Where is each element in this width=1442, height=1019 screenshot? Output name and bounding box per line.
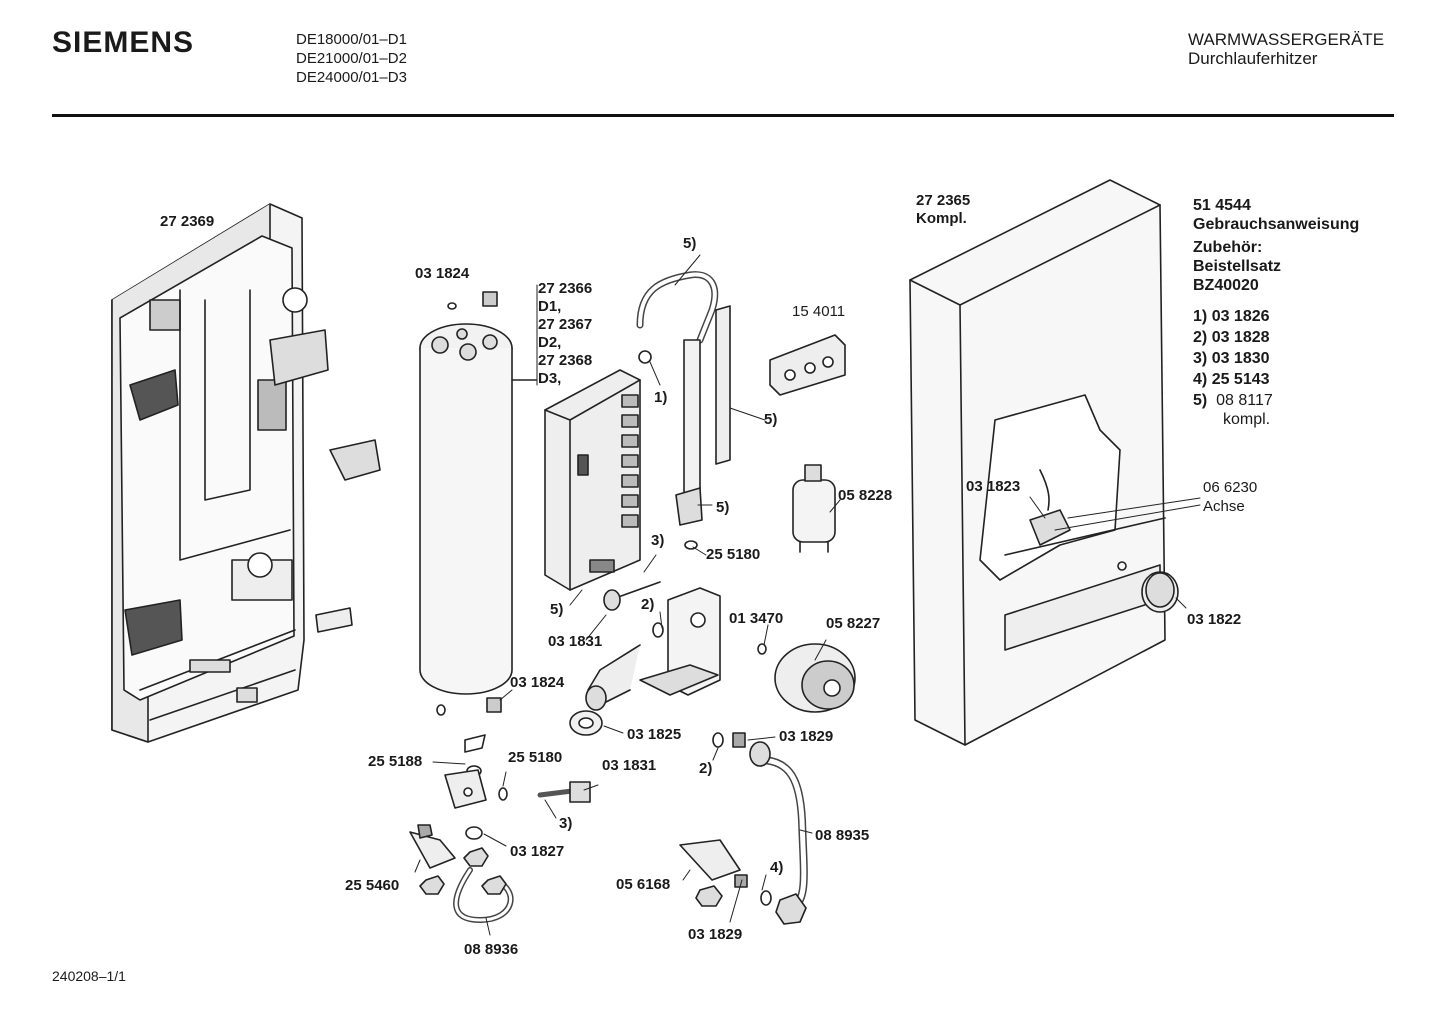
note-label-3a: 3) [651,532,665,549]
part-label-valve-block: 01 3470 [729,610,784,627]
part-label-outlet: 25 5188 [368,753,423,770]
note-label-2b: 2) [699,760,713,777]
note-number: 3) [1193,350,1208,367]
note-suffix: kompl. [1223,411,1271,428]
part-label-heater-1: 27 2366 [538,280,593,297]
note-label-5a: 5) [683,235,697,252]
back-panel-drawing [111,203,381,743]
manual-number: 51 4544 [1193,197,1251,214]
part-label-sensor-upper: 03 1831 [548,633,603,650]
note-number: 4) [1193,371,1208,388]
capacitor-drawing [792,464,836,553]
brand-logo: SIEMENS [52,26,195,59]
note-entry: 5) 08 8117 [1193,391,1359,410]
category-title: WARMWASSERGERÄTE [1188,30,1385,49]
part-label-heater-d2: D2, [538,334,562,351]
part-label-knob-part: 03 1823 [966,478,1021,495]
flow-switch-drawing [774,643,856,713]
part-label-cap-bottom: 03 1824 [510,674,565,691]
part-label-capacitor: 05 8228 [838,487,893,504]
model-number: DE21000/01–D2 [296,50,407,67]
note-label-2a: 2) [641,596,655,613]
note-number: 5) [1193,392,1208,409]
note-label-1: 1) [654,389,668,406]
part-label-heater-3: 27 2368 [538,352,593,369]
part-label-ring-lower: 25 5180 [508,749,563,766]
part-label-sensor-lower: 03 1831 [602,757,657,774]
note-number: 2) [1193,329,1208,346]
part-label-axle: Achse [1203,498,1245,515]
note-label-5b: 5) [764,411,778,428]
note-part: 03 1830 [1211,350,1270,367]
note-entry: 4) 25 5143 [1193,370,1359,389]
accessory-code: BZ40020 [1193,277,1259,294]
part-label-ring-upper: 25 5180 [706,546,761,563]
document-id: 240208–1/1 [52,968,126,984]
category-subtitle: Durchlauferhitzer [1188,49,1318,68]
part-label-hose-right: 08 8935 [815,827,870,844]
knob-drawing [1141,571,1179,613]
part-label-flow-switch: 05 8227 [826,615,881,632]
heater-element-drawing [419,291,513,753]
manual-label: Gebrauchsanweisung [1193,216,1360,233]
accessories-title: Zubehör: [1193,239,1263,256]
model-number: DE24000/01–D3 [296,69,407,86]
note-entry: 1) 03 1826 [1193,307,1359,326]
part-label-screen-lower: 03 1829 [688,926,743,943]
part-label-heater-2: 27 2367 [538,316,593,333]
part-label-tee-left: 25 5460 [345,877,400,894]
accessory-item: Beistellsatz [1193,258,1282,275]
model-number: DE18000/01–D1 [296,31,407,48]
category-block: WARMWASSERGERÄTE Durchlauferhitzer [1188,30,1384,68]
part-label-washer: 03 1827 [510,843,565,860]
note-part: 25 5143 [1211,371,1270,388]
note-label-5d: 5) [550,601,564,618]
part-label-tee-right: 05 6168 [616,876,671,893]
part-label-terminal: 15 4011 [792,303,846,320]
accessories-info: 51 4544 Gebrauchsanweisung Zubehör: Beis… [1193,196,1359,429]
model-list: DE18000/01–D1 DE21000/01–D2 DE24000/01–D… [296,30,407,87]
housing-cover-drawing [909,179,1166,746]
part-label-seal-ring: 03 1825 [627,726,682,743]
terminal-block-drawing [769,334,846,396]
header-rule [52,114,1394,117]
lower-fittings-left-drawing [409,765,591,923]
part-label-housing: 27 2365 [916,192,971,209]
control-board-drawing [511,369,641,591]
note-part: 03 1828 [1211,329,1270,346]
part-label-housing-sub: Kompl. [916,210,967,227]
part-label-cap-top: 03 1824 [415,265,470,282]
connection-pipe-drawing [636,271,731,526]
part-label-heater-d3: D3, [538,370,562,387]
note-part: 08 8117 [1216,392,1273,409]
part-label-heater-d1: D1, [538,298,562,315]
note-entry: 2) 03 1828 [1193,328,1359,347]
part-label-knob: 03 1822 [1187,611,1242,628]
note-label-5c: 5) [716,499,730,516]
leader-lines [414,254,1201,936]
note-label-4: 4) [770,859,784,876]
note-number: 1) [1193,308,1208,325]
note-part: 03 1826 [1211,308,1270,325]
part-label-screen-upper: 03 1829 [779,728,834,745]
lower-fittings-right-drawing [679,732,808,925]
part-label-hose-left: 08 8936 [464,941,519,958]
note-entry: 3) 03 1830 [1193,349,1359,368]
note-label-3b: 3) [559,815,573,832]
part-label-axle-no: 06 6230 [1203,479,1258,496]
valve-block-drawing [569,540,767,736]
part-label-back-panel: 27 2369 [160,213,215,230]
